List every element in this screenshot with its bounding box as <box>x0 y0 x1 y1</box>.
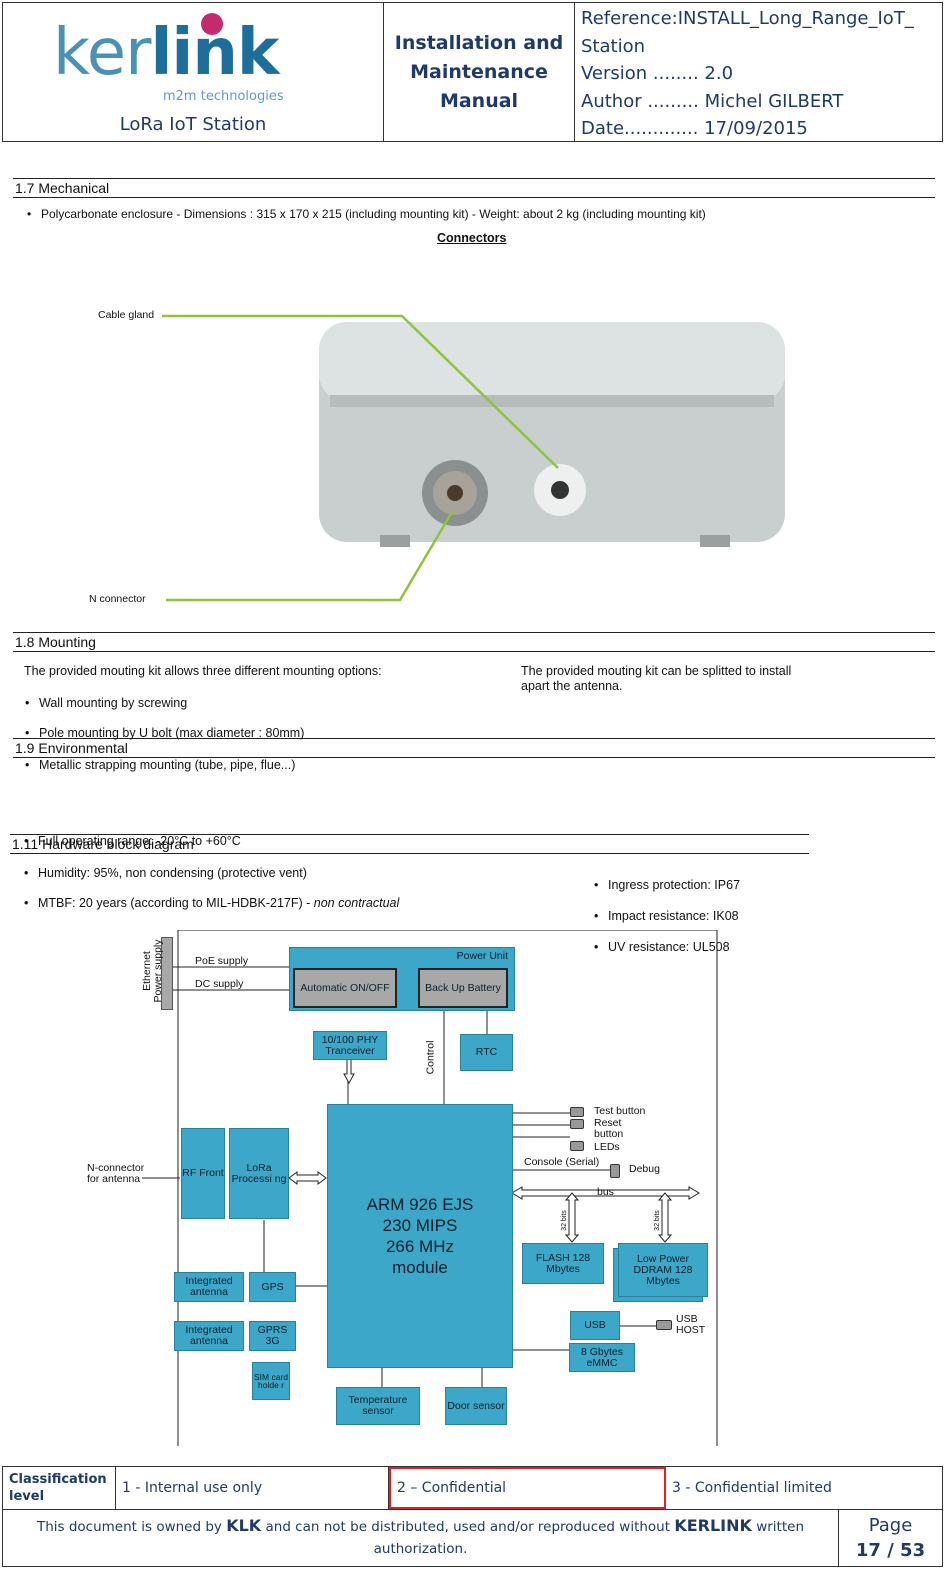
product-name: LoRa IoT Station <box>119 114 267 135</box>
dc-label: DC supply <box>195 978 244 990</box>
classification-option-2-selected: 2 – Confidential <box>389 1467 666 1509</box>
env-item: UV resistance: UL508 <box>594 940 947 956</box>
debug-icon <box>610 1164 620 1178</box>
enclosure-foot-right <box>700 535 730 547</box>
mounting-intro: The provided mouting kit allows three di… <box>24 664 382 678</box>
enclosure-foot-left <box>380 535 410 547</box>
usb-host-icon <box>656 1320 672 1330</box>
env-item-mtbf: MTBF: 20 years (according to MIL-HDBK-21… <box>24 896 947 912</box>
control-label: Control <box>424 1040 437 1075</box>
test-button-label: Test button <box>594 1105 646 1117</box>
mounting-item: Wall mounting by screwing <box>25 696 947 712</box>
phy-block: 10/100 PHY Tranceiver <box>313 1031 387 1060</box>
diagram-lines <box>142 930 718 1446</box>
reset-button-icon <box>570 1119 584 1129</box>
classification-row: Classification level 1 - Internal use on… <box>3 1467 942 1510</box>
logo-cell: kerlink m2m technologies LoRa IoT Statio… <box>3 3 384 141</box>
enclosure-photo <box>162 314 785 602</box>
classification-option-3: 3 - Confidential limited <box>672 1480 832 1496</box>
logo-tagline: m2m technologies <box>163 89 284 104</box>
sim-holder-block: SIM card holde r <box>252 1362 290 1400</box>
classification-option-1: 1 - Internal use only <box>116 1467 389 1509</box>
ethernet-bar <box>161 937 173 1010</box>
backup-battery-block: Back Up Battery <box>418 968 508 1008</box>
debug-label: Debug <box>629 1163 660 1175</box>
rtc-block: RTC <box>460 1034 513 1071</box>
reset-button-label: Reset button <box>594 1117 624 1140</box>
temperature-sensor-block: Temperature sensor <box>336 1387 420 1425</box>
door-sensor-block: Door sensor <box>445 1387 507 1425</box>
integrated-antenna-gprs: Integrated antenna <box>174 1321 244 1351</box>
section-mounting-heading: 1.8 Mounting <box>13 632 935 652</box>
poe-label: PoE supply <box>195 955 249 967</box>
lora-processing-block: LoRa Processi ng <box>229 1128 289 1219</box>
ownership-row: This document is owned by KLK and can no… <box>3 1510 942 1566</box>
reference-block: Reference:INSTALL_Long_Range_IoT_ Statio… <box>581 8 914 139</box>
ddram-block: Low Power DDRAM 128 Mbytes <box>618 1243 708 1297</box>
ethernet-label: Ethernet Power supply <box>141 939 164 1003</box>
gprs-block: GPRS 3G <box>249 1321 296 1351</box>
enclosure-seam <box>330 395 774 407</box>
document-header: kerlink m2m technologies LoRa IoT Statio… <box>2 2 943 142</box>
section-environmental-heading: 1.9 Environmental <box>13 738 935 758</box>
env-item: Ingress protection: IP67 <box>594 878 947 894</box>
mounting-side-note-line2: apart the antenna. <box>521 679 623 693</box>
n-connector-label: N connector <box>89 593 146 605</box>
env-item: Full operating range: -20°C to +60°C <box>24 834 947 850</box>
env-item: Humidity: 95%, non condensing (protectiv… <box>24 866 947 882</box>
flash-block: FLASH 128 Mbytes <box>522 1243 604 1284</box>
section-hardware-heading: 1.11 Hardware block diagram <box>10 834 809 854</box>
kerlink-logo: kerlink <box>53 16 279 90</box>
section-mechanical-heading: 1.7 Mechanical <box>13 178 935 198</box>
auto-onoff-block: Automatic ON/OFF <box>293 968 397 1008</box>
classification-label: Classification level <box>3 1467 116 1509</box>
mechanical-bullet: Polycarbonate enclosure - Dimensions : 3… <box>27 207 947 223</box>
hardware-block-diagram: Ethernet Power supply PoE supply DC supp… <box>87 930 720 1446</box>
rf-front-block: RF Front <box>181 1128 225 1219</box>
usb-block: USB <box>570 1311 620 1340</box>
env-item: Impact resistance: IK08 <box>594 909 947 925</box>
mounting-item: Metallic strapping mounting (tube, pipe,… <box>25 758 947 774</box>
usb-host-label: USB HOST <box>676 1313 706 1336</box>
cable-gland-hole <box>551 481 569 499</box>
bits-label-flash: 32 bits <box>560 1210 568 1231</box>
document-footer: Classification level 1 - Internal use on… <box>2 1466 943 1567</box>
leds-icon <box>570 1141 584 1151</box>
n-connector-callout-line <box>166 511 454 602</box>
integrated-antenna-gps: Integrated antenna <box>174 1272 244 1302</box>
mounting-side-note-line1: The provided mouting kit can be splitted… <box>521 664 792 678</box>
enclosure-lid <box>319 322 785 402</box>
bits-label-ddram: 32 bits <box>653 1210 661 1231</box>
bus-label: bus <box>597 1186 614 1198</box>
leds-label: LEDs <box>594 1141 620 1153</box>
ownership-notice: This document is owned by KLK and can no… <box>3 1510 839 1566</box>
n-connector-antenna-label: N-connector for antenna <box>87 1162 145 1185</box>
logo-badge-icon <box>201 13 223 35</box>
mounting-item: Pole mounting by U bolt (max diameter : … <box>25 726 947 742</box>
cable-gland-callout-line <box>162 314 559 469</box>
n-connector-pin <box>447 485 463 501</box>
gps-block: GPS <box>249 1272 296 1302</box>
test-button-icon <box>570 1107 584 1117</box>
emmc-block: 8 Gbytes eMMC <box>569 1343 635 1372</box>
console-label: Console (Serial) <box>524 1156 600 1168</box>
cable-gland-label: Cable gland <box>98 309 155 321</box>
connectors-title: Connectors <box>437 231 507 245</box>
